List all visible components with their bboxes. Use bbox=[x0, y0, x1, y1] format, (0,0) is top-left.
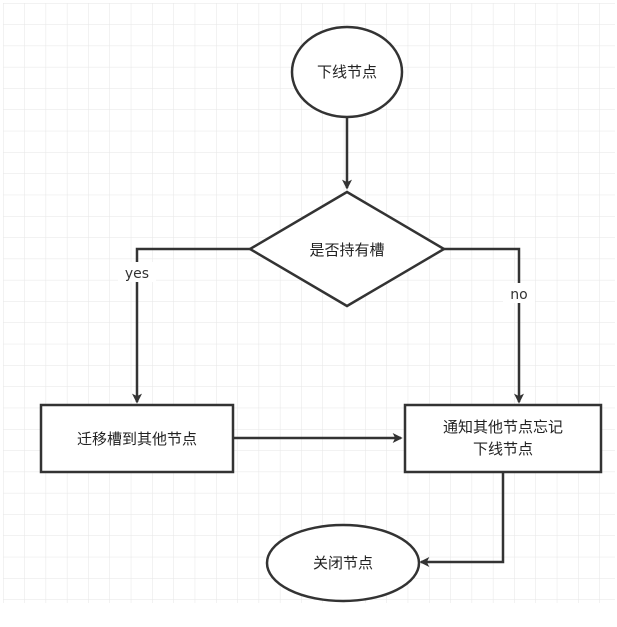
start-node-label: 下线节点 bbox=[317, 63, 377, 81]
edge-no bbox=[444, 247, 524, 404]
edge-label-no: no bbox=[510, 287, 527, 303]
decision-node-label: 是否持有槽 bbox=[309, 241, 384, 259]
edge-label-yes: yes bbox=[125, 266, 149, 282]
end-node-label: 关闭节点 bbox=[313, 554, 373, 572]
edge-notify-to-end bbox=[419, 473, 505, 567]
notify-process-label-line2: 下线节点 bbox=[473, 440, 533, 458]
end-node bbox=[265, 523, 421, 603]
notify-process bbox=[403, 403, 603, 474]
notify-process-label-line1: 通知其他节点忘记 bbox=[443, 418, 563, 436]
decision-node bbox=[247, 190, 447, 308]
no-label-backing bbox=[503, 283, 535, 303]
yes-label-backing bbox=[118, 262, 156, 282]
edge-yes bbox=[132, 247, 250, 404]
start-node bbox=[290, 25, 404, 119]
migrate-process bbox=[39, 403, 235, 474]
migrate-process-label: 迁移槽到其他节点 bbox=[77, 430, 197, 448]
